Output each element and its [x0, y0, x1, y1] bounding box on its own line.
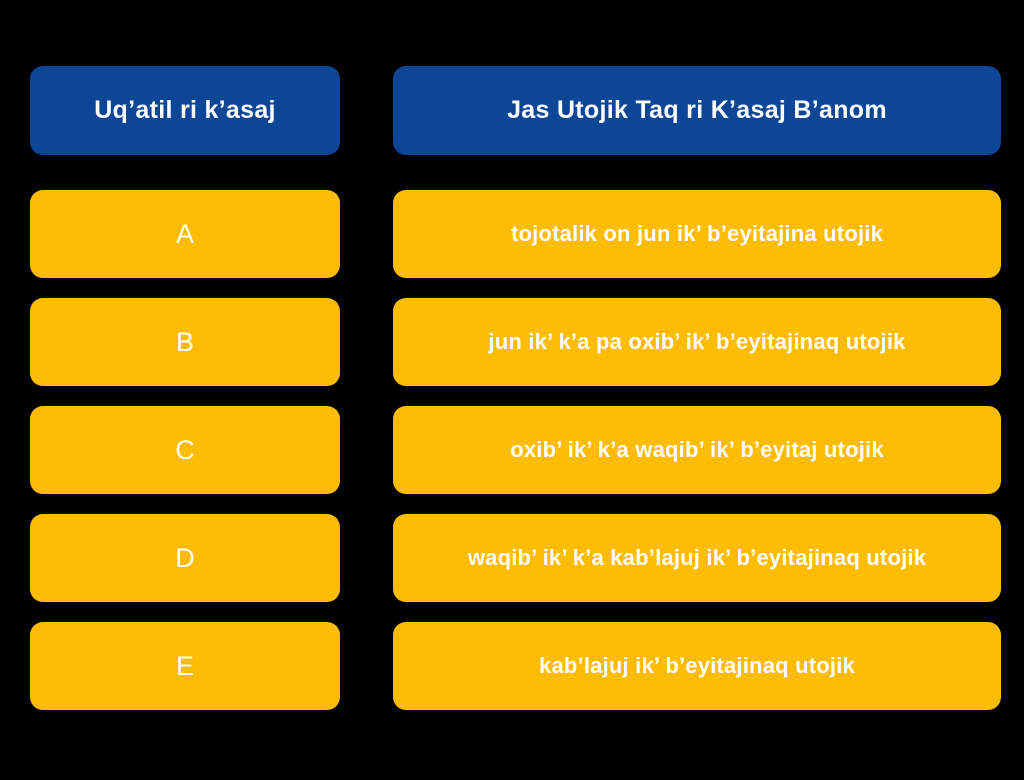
table-row: D waqib’ ik’ k’a kab’lajuj ik’ b’eyitaji… [30, 514, 1001, 602]
option-text-cell[interactable]: kab’lajuj ik’ b’eyitajinaq utojik [393, 622, 1001, 710]
right-column-header: Jas Utojik Taq ri K’asaj B’anom [393, 66, 1001, 155]
option-text-cell[interactable]: tojotalik on jun ik’ b’eyitajina utojik [393, 190, 1001, 278]
left-column-header: Uq’atil ri k’asaj [30, 66, 340, 155]
option-letter-label: B [175, 326, 194, 357]
table-row: C oxib’ ik’ k’a waqib’ ik’ b’eyitaj utoj… [30, 406, 1001, 494]
option-text-label: jun ik’ k’a pa oxib’ ik’ b’eyitajinaq ut… [488, 329, 906, 354]
option-text-label: waqib’ ik’ k’a kab’lajuj ik’ b’eyitajina… [467, 545, 927, 570]
option-text-label: kab’lajuj ik’ b’eyitajinaq utojik [539, 653, 855, 678]
table-row: B jun ik’ k’a pa oxib’ ik’ b’eyitajinaq … [30, 298, 1001, 386]
option-letter-cell[interactable]: E [30, 622, 340, 710]
option-letter-cell[interactable]: B [30, 298, 340, 386]
header-row: Uq’atil ri k’asaj Jas Utojik Taq ri K’as… [30, 66, 1001, 155]
matching-table: Uq’atil ri k’asaj Jas Utojik Taq ri K’as… [30, 66, 1001, 730]
option-letter-cell[interactable]: D [30, 514, 340, 602]
option-text-cell[interactable]: oxib’ ik’ k’a waqib’ ik’ b’eyitaj utojik [393, 406, 1001, 494]
option-letter-cell[interactable]: A [30, 190, 340, 278]
right-header-label: Jas Utojik Taq ri K’asaj B’anom [507, 96, 887, 124]
option-letter-label: D [175, 542, 195, 573]
left-header-label: Uq’atil ri k’asaj [94, 96, 276, 124]
option-letter-label: C [175, 434, 195, 465]
table-row: A tojotalik on jun ik’ b’eyitajina utoji… [30, 190, 1001, 278]
option-text-cell[interactable]: waqib’ ik’ k’a kab’lajuj ik’ b’eyitajina… [393, 514, 1001, 602]
option-letter-label: A [175, 218, 194, 249]
option-letter-cell[interactable]: C [30, 406, 340, 494]
option-text-cell[interactable]: jun ik’ k’a pa oxib’ ik’ b’eyitajinaq ut… [393, 298, 1001, 386]
table-body: A tojotalik on jun ik’ b’eyitajina utoji… [30, 190, 1001, 710]
table-row: E kab’lajuj ik’ b’eyitajinaq utojik [30, 622, 1001, 710]
option-text-label: oxib’ ik’ k’a waqib’ ik’ b’eyitaj utojik [510, 437, 884, 462]
option-letter-label: E [175, 650, 194, 681]
option-text-label: tojotalik on jun ik’ b’eyitajina utojik [510, 221, 884, 246]
